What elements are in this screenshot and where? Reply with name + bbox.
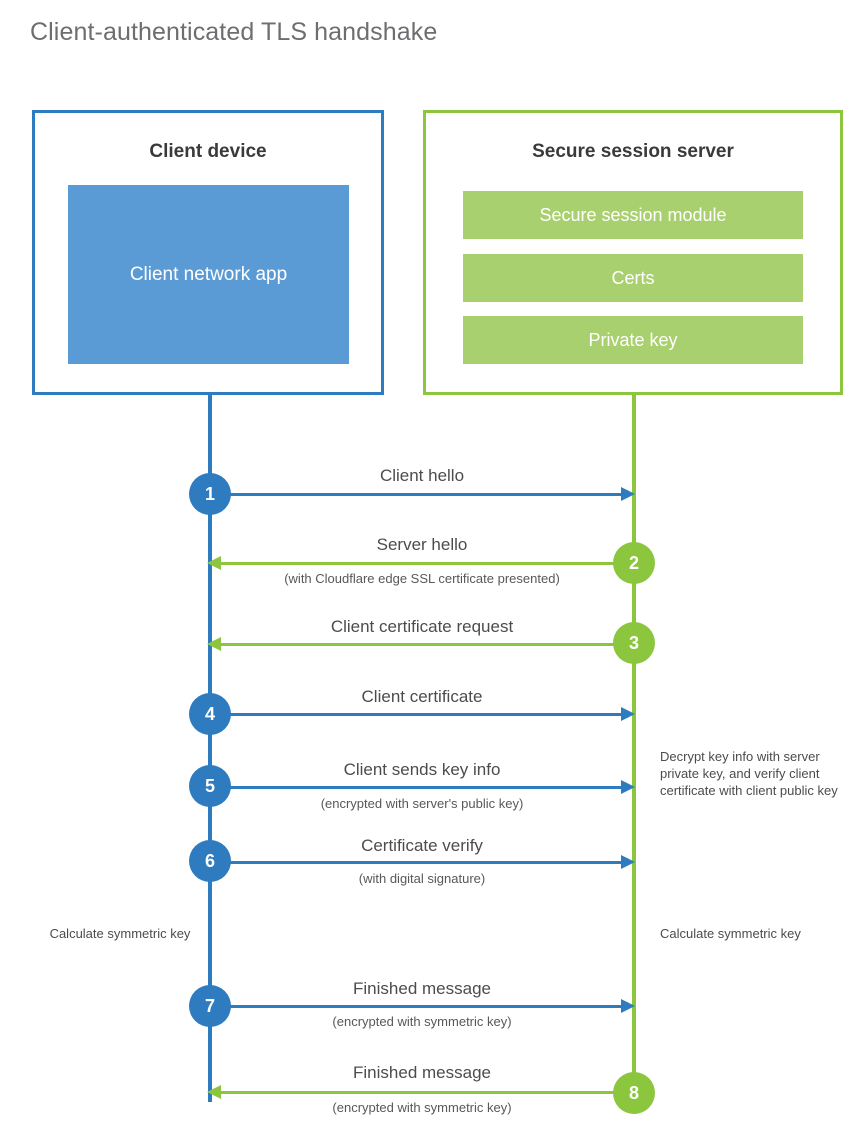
client-device-box: Client device Client network app	[32, 110, 384, 395]
server-calculate-symmetric-key-annotation: Calculate symmetric key	[660, 926, 801, 941]
step-7-arrow	[210, 999, 635, 1013]
step-7-circle: 7	[189, 985, 231, 1027]
client-network-app-module: Client network app	[68, 185, 349, 364]
step-4-circle: 4	[189, 693, 231, 735]
arrowhead-right-icon	[621, 707, 635, 721]
step-6-sublabel: (with digital signature)	[358, 871, 486, 886]
step-4-arrow	[210, 707, 635, 721]
step-8-label: Finished message	[353, 1063, 491, 1082]
step-5-label: Client sends key info	[343, 760, 501, 779]
step-8-sublabel: (encrypted with symmetric key)	[332, 1100, 512, 1115]
step-3-circle: 3	[613, 622, 655, 664]
step-7-sublabel: (encrypted with symmetric key)	[332, 1014, 512, 1029]
server-decrypt-annotation: Decrypt key info with server private key…	[660, 749, 838, 798]
arrowhead-left-icon	[207, 637, 221, 651]
step-2-arrow	[207, 556, 634, 570]
arrowhead-right-icon	[621, 487, 635, 501]
step-2-circle: 2	[613, 542, 655, 584]
arrowhead-right-icon	[621, 855, 635, 869]
step-6-circle: 6	[189, 840, 231, 882]
secure-session-server-title: Secure session server	[532, 141, 734, 162]
step-4-label: Client certificate	[361, 687, 483, 706]
arrowhead-left-icon	[207, 556, 221, 570]
step-5-arrow	[210, 780, 635, 794]
arrowhead-right-icon	[621, 780, 635, 794]
client-device-title: Client device	[149, 141, 267, 162]
client-calculate-symmetric-key-annotation: Calculate symmetric key	[49, 926, 191, 941]
secure-session-server-box: Secure session server Secure session mod…	[423, 110, 843, 395]
step-3-label: Client certificate request	[330, 617, 514, 636]
step-2-sublabel: (with Cloudflare edge SSL certificate pr…	[284, 571, 560, 586]
client-lifeline	[208, 393, 212, 1102]
step-8-circle: 8	[613, 1072, 655, 1114]
step-1-arrow	[210, 487, 635, 501]
step-7-label: Finished message	[353, 979, 491, 998]
arrowhead-left-icon	[207, 1085, 221, 1099]
step-2-label: Server hello	[376, 535, 468, 554]
step-5-circle: 5	[189, 765, 231, 807]
server-bar-private-key: Private key	[463, 316, 803, 364]
step-6-arrow	[210, 855, 635, 869]
step-5-sublabel: (encrypted with server's public key)	[320, 796, 524, 811]
step-3-arrow	[207, 637, 634, 651]
arrowhead-right-icon	[621, 999, 635, 1013]
step-8-arrow	[207, 1085, 634, 1099]
page-title: Client-authenticated TLS handshake	[30, 18, 438, 46]
step-1-circle: 1	[189, 473, 231, 515]
server-lifeline	[632, 393, 636, 1093]
step-1-label: Client hello	[379, 466, 465, 485]
step-6-label: Certificate verify	[361, 836, 483, 855]
server-bar-secure-session-module: Secure session module	[463, 191, 803, 239]
server-bar-certs: Certs	[463, 254, 803, 302]
